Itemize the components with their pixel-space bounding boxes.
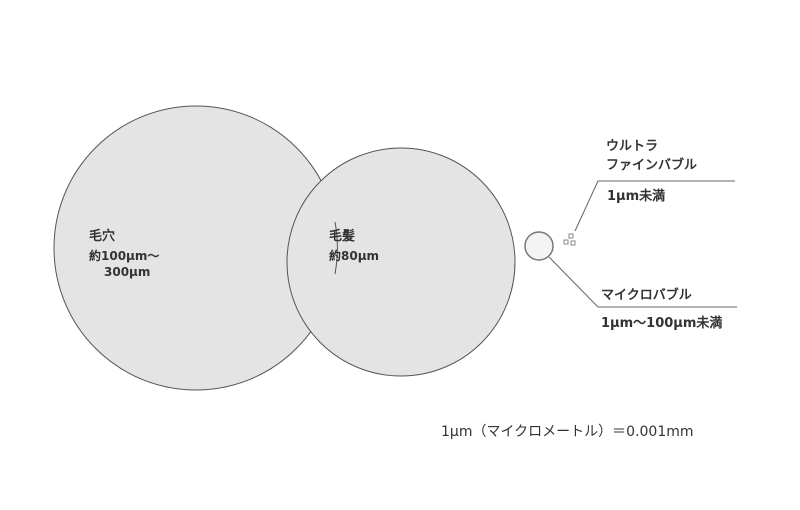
ultrafine-label-line2: ファインバブル: [606, 158, 698, 173]
pore-label: 毛穴: [89, 229, 116, 244]
micro-label: マイクロバブル: [601, 288, 692, 303]
micro-size: 1μm～100μm未満: [601, 316, 723, 331]
microbubble-circle: [524, 231, 554, 261]
hair-circle: [286, 147, 516, 377]
pore-size-line1: 約100μm～: [89, 249, 160, 263]
pore-overlap-arc: [334, 221, 338, 275]
pore-size-line2: 300μm: [104, 265, 151, 279]
hair-label: 毛髪: [329, 229, 356, 244]
ultrafine-bubble-squares: [563, 233, 576, 246]
micro-leader-line: [548, 256, 737, 308]
hair-size: 約80μm: [329, 249, 380, 263]
ultrafine-leader-line: [574, 180, 735, 232]
ultrafine-label-line1: ウルトラ: [606, 139, 659, 154]
ultrafine-size: 1μm未満: [607, 189, 666, 204]
unit-note: 1μm（マイクロメートル）＝0.001mm: [441, 424, 694, 440]
